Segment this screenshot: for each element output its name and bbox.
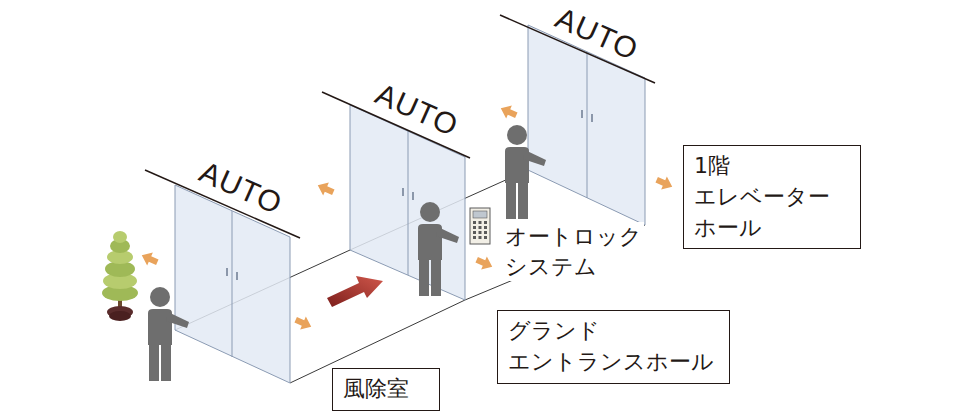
person (418, 202, 459, 296)
person (505, 125, 546, 219)
callout-label: オートロック システム (503, 222, 644, 281)
opening-arrow (139, 102, 675, 333)
label-box: 風除室 (332, 368, 440, 411)
box-text: 風除室 (343, 374, 409, 405)
box-text: 1階 エレベーター ホール (694, 151, 830, 243)
label-box: 1階 エレベーター ホール (683, 145, 861, 249)
person (148, 287, 189, 381)
keypad (470, 208, 490, 244)
door-sign: AUTO (371, 79, 462, 142)
door-sign: AUTO (551, 3, 642, 66)
door-sign: AUTO (195, 157, 286, 220)
flow-arrow (327, 276, 383, 307)
label-box: グランド エントランスホール (497, 310, 730, 384)
box-text: グランド エントランスホール (508, 316, 714, 378)
plant (102, 231, 138, 321)
